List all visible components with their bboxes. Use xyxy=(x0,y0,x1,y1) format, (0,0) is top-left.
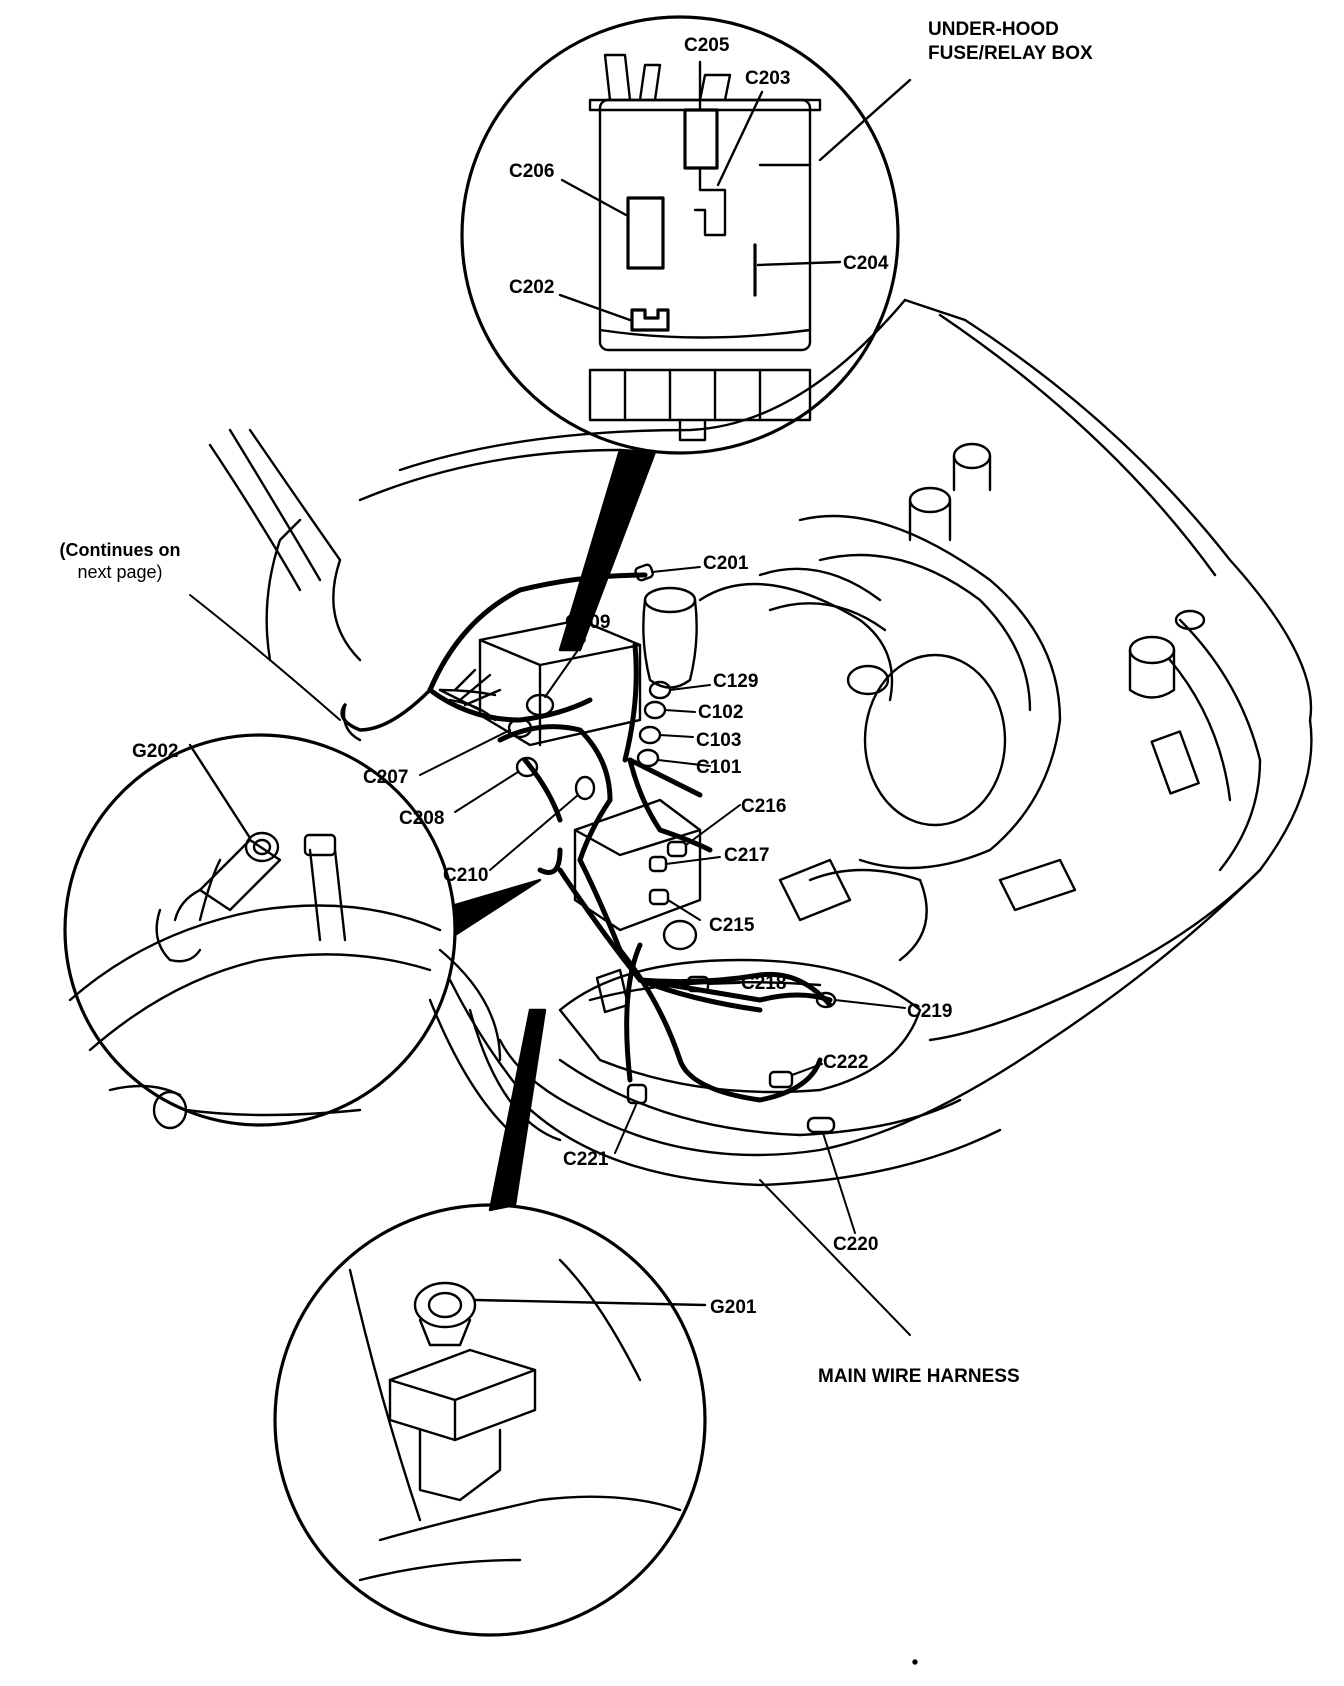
continues-note: (Continues on next page) xyxy=(40,540,200,583)
battery-wire-bundle xyxy=(340,668,502,742)
connectors xyxy=(507,563,837,1134)
label-c206: C206 xyxy=(509,161,555,182)
label-c209: C209 xyxy=(565,612,611,633)
label-c222: C222 xyxy=(823,1052,869,1073)
label-c207: C207 xyxy=(363,767,409,788)
vehicle-body xyxy=(208,298,1313,1187)
label-c221: C221 xyxy=(563,1149,609,1170)
leader-lines xyxy=(189,566,911,1336)
label-c216: C216 xyxy=(741,796,787,817)
label-c210: C210 xyxy=(443,865,489,886)
continues-line2: next page) xyxy=(77,561,163,582)
label-c219: C219 xyxy=(907,1001,953,1022)
label-c204: C204 xyxy=(843,253,889,274)
fuse-relay-box-inset xyxy=(460,15,912,652)
label-c129: C129 xyxy=(713,671,759,692)
label-c205: C205 xyxy=(684,35,730,56)
label-main-wire-harness: MAIN WIRE HARNESS xyxy=(818,1366,1020,1387)
label-g202: G202 xyxy=(132,741,179,762)
label-c101: C101 xyxy=(696,757,742,778)
label-fuse-relay-box: FUSE/RELAY BOX xyxy=(928,43,1093,64)
g202-inset xyxy=(63,733,542,1130)
label-c218: C218 xyxy=(741,973,787,994)
label-c203: C203 xyxy=(745,68,791,89)
g201-inset xyxy=(273,1008,707,1637)
label-c208: C208 xyxy=(399,808,445,829)
main-wire-harness-path xyxy=(427,572,833,1103)
label-c215: C215 xyxy=(709,915,755,936)
label-under-hood: UNDER-HOOD xyxy=(928,19,1059,40)
label-c202: C202 xyxy=(509,277,555,298)
label-g201: G201 xyxy=(710,1297,757,1318)
label-c201: C201 xyxy=(703,553,749,574)
label-c217: C217 xyxy=(724,845,770,866)
label-c102: C102 xyxy=(698,702,744,723)
continues-line1: (Continues on xyxy=(59,540,181,560)
label-c220: C220 xyxy=(833,1234,879,1255)
label-c103: C103 xyxy=(696,730,742,751)
